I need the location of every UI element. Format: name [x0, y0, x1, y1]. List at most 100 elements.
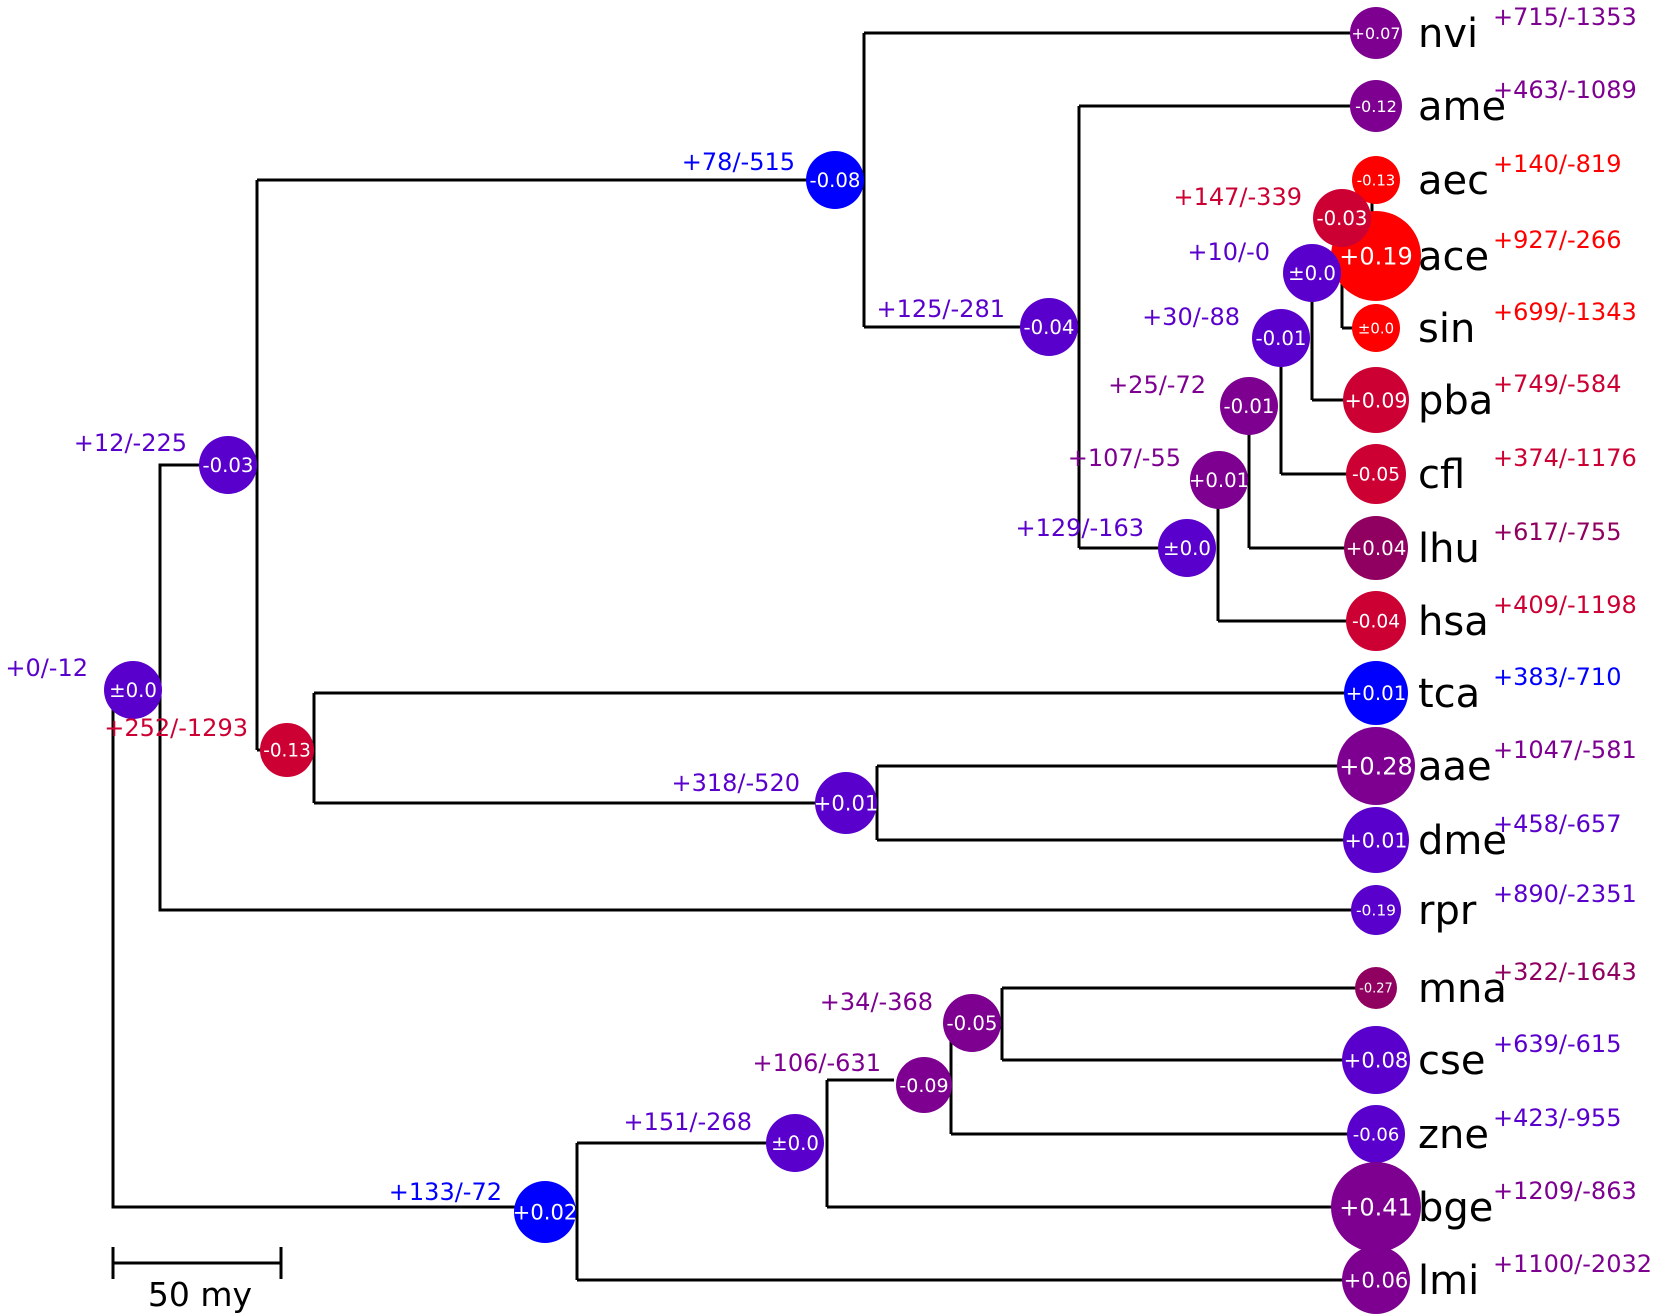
internal-node-diptera — [815, 772, 877, 834]
leaf-node-aec — [1352, 156, 1400, 204]
internal-node-polyneoptera — [514, 1181, 576, 1243]
internal-counts-polyneoptera: +133/-72 — [389, 1178, 502, 1206]
leaf-node-value: +0.41 — [1339, 1194, 1413, 1222]
internal-counts-ants_e: +10/-0 — [1187, 238, 1270, 266]
internal-node-value: ±0.0 — [109, 679, 157, 702]
taxon-label-dme: dme — [1418, 818, 1507, 864]
internal-node-value: -0.01 — [1256, 327, 1307, 350]
leaf-counts-dme: +458/-657 — [1493, 810, 1621, 838]
internal-node-value: +0.01 — [1189, 469, 1249, 492]
leaf-counts-aae: +1047/-581 — [1493, 736, 1637, 764]
leaf-node-value: +0.28 — [1339, 753, 1413, 781]
leaf-counts-ace: +927/-266 — [1493, 226, 1621, 254]
internal-node-holometabola — [260, 723, 314, 777]
taxon-label-rpr: rpr — [1418, 888, 1477, 934]
internal-counts-hymenoptera: +78/-515 — [682, 148, 795, 176]
internal-counts-dictyoptera_etc: +151/-268 — [624, 1108, 752, 1136]
internal-counts-formicidae: +129/-163 — [1016, 514, 1144, 542]
internal-counts-ants_b: +107/-55 — [1068, 444, 1181, 472]
taxon-label-bge: bge — [1418, 1185, 1493, 1231]
leaf-counts-tca: +383/-710 — [1493, 663, 1621, 691]
leaf-node-value: -0.06 — [1353, 1124, 1400, 1145]
internal-counts-insects_a: +12/-225 — [74, 429, 187, 457]
taxon-label-aec: aec — [1418, 158, 1489, 204]
leaf-node-value: +0.01 — [1346, 682, 1407, 705]
leaf-counts-cfl: +374/-1176 — [1493, 444, 1637, 472]
internal-node-value: -0.09 — [899, 1075, 948, 1097]
taxon-label-tca: tca — [1418, 671, 1480, 717]
leaf-node-value: +0.04 — [1346, 537, 1407, 560]
leaf-node-lmi — [1342, 1246, 1410, 1314]
internal-node-value: -0.13 — [263, 741, 311, 762]
internal-node-attini — [1313, 189, 1371, 247]
internal-node-ants_b — [1190, 451, 1248, 509]
leaf-counts-sin: +699/-1343 — [1493, 298, 1637, 326]
taxon-label-zne: zne — [1418, 1112, 1489, 1158]
leaf-node-rpr — [1351, 885, 1401, 935]
internal-counts-termites_a: +106/-631 — [753, 1049, 881, 1077]
branch — [158, 690, 1376, 912]
leaf-node-zne — [1347, 1105, 1405, 1163]
taxon-label-aae: aae — [1418, 744, 1492, 790]
internal-node-value: ±0.0 — [771, 1132, 819, 1155]
leaf-node-value: -0.19 — [1356, 902, 1396, 920]
taxon-label-hsa: hsa — [1418, 599, 1489, 645]
leaf-node-value: -0.27 — [1359, 982, 1393, 997]
leaf-counts-lhu: +617/-755 — [1493, 518, 1621, 546]
internal-node-value: -0.01 — [1224, 395, 1275, 418]
internal-node-value: +0.01 — [814, 791, 879, 816]
taxon-label-nvi: nvi — [1418, 11, 1478, 57]
internal-node-value: ±0.0 — [1163, 537, 1211, 560]
leaf-counts-mna: +322/-1643 — [1493, 958, 1637, 986]
leaf-node-value: +0.07 — [1351, 24, 1400, 43]
internal-node-ants_e — [1283, 244, 1341, 302]
leaf-counts-bge: +1209/-863 — [1493, 1177, 1637, 1205]
internal-counts-ants_d: +30/-88 — [1142, 303, 1240, 331]
leaf-node-aae — [1337, 727, 1415, 805]
taxon-label-ame: ame — [1418, 84, 1506, 130]
internal-node-termites_b — [943, 994, 1001, 1052]
scale-bar-label: 50 my — [148, 1275, 252, 1314]
internal-node-value: -0.03 — [203, 454, 254, 477]
internal-node-hymenoptera — [806, 151, 864, 209]
leaf-node-bge — [1331, 1162, 1421, 1252]
leaf-node-value: +0.06 — [1344, 1268, 1409, 1293]
internal-node-value: ±0.0 — [1288, 262, 1336, 285]
leaf-counts-ame: +463/-1089 — [1493, 76, 1637, 104]
leaf-node-mna — [1355, 967, 1397, 1009]
branch — [111, 690, 543, 1209]
taxon-label-mna: mna — [1418, 966, 1507, 1012]
leaf-counts-lmi: +1100/-2032 — [1493, 1250, 1652, 1278]
internal-node-dictyoptera_etc — [766, 1114, 824, 1172]
leaf-node-value: -0.04 — [1352, 612, 1400, 633]
tree-branches — [111, 31, 1376, 1282]
internal-counts-termites_b: +34/-368 — [820, 988, 933, 1016]
leaf-node-value: +0.08 — [1344, 1048, 1409, 1073]
leaf-node-dme — [1343, 807, 1409, 873]
internal-node-insects_a — [199, 436, 257, 494]
leaf-node-ame — [1350, 80, 1402, 132]
internal-node-value: -0.08 — [810, 169, 861, 192]
leaf-node-tca — [1344, 661, 1408, 725]
internal-node-value: +0.02 — [513, 1200, 578, 1225]
scale-bar — [111, 1247, 283, 1279]
internal-node-root — [104, 661, 162, 719]
taxon-label-pba: pba — [1418, 378, 1493, 424]
leaf-node-hsa — [1346, 591, 1406, 651]
leaf-node-value: +0.01 — [1345, 828, 1408, 852]
internal-node-termites_a — [896, 1057, 952, 1113]
leaf-counts-pba: +749/-584 — [1493, 370, 1621, 398]
internal-node-formicidae — [1158, 519, 1216, 577]
leaf-counts-nvi: +715/-1353 — [1493, 3, 1637, 31]
internal-node-ants_c — [1220, 377, 1278, 435]
leaf-node-cfl — [1346, 444, 1406, 504]
taxon-label-lhu: lhu — [1418, 526, 1480, 572]
taxon-label-lmi: lmi — [1418, 1258, 1479, 1304]
tree-labels: nvi+715/-1353ame+463/-1089aec+140/-819ac… — [5, 3, 1652, 1304]
taxon-label-cse: cse — [1418, 1038, 1485, 1084]
leaf-counts-rpr: +890/-2351 — [1493, 880, 1637, 908]
internal-counts-holometabola: +252/-1293 — [104, 714, 248, 742]
leaf-node-lhu — [1344, 516, 1408, 580]
leaf-counts-zne: +423/-955 — [1493, 1104, 1621, 1132]
